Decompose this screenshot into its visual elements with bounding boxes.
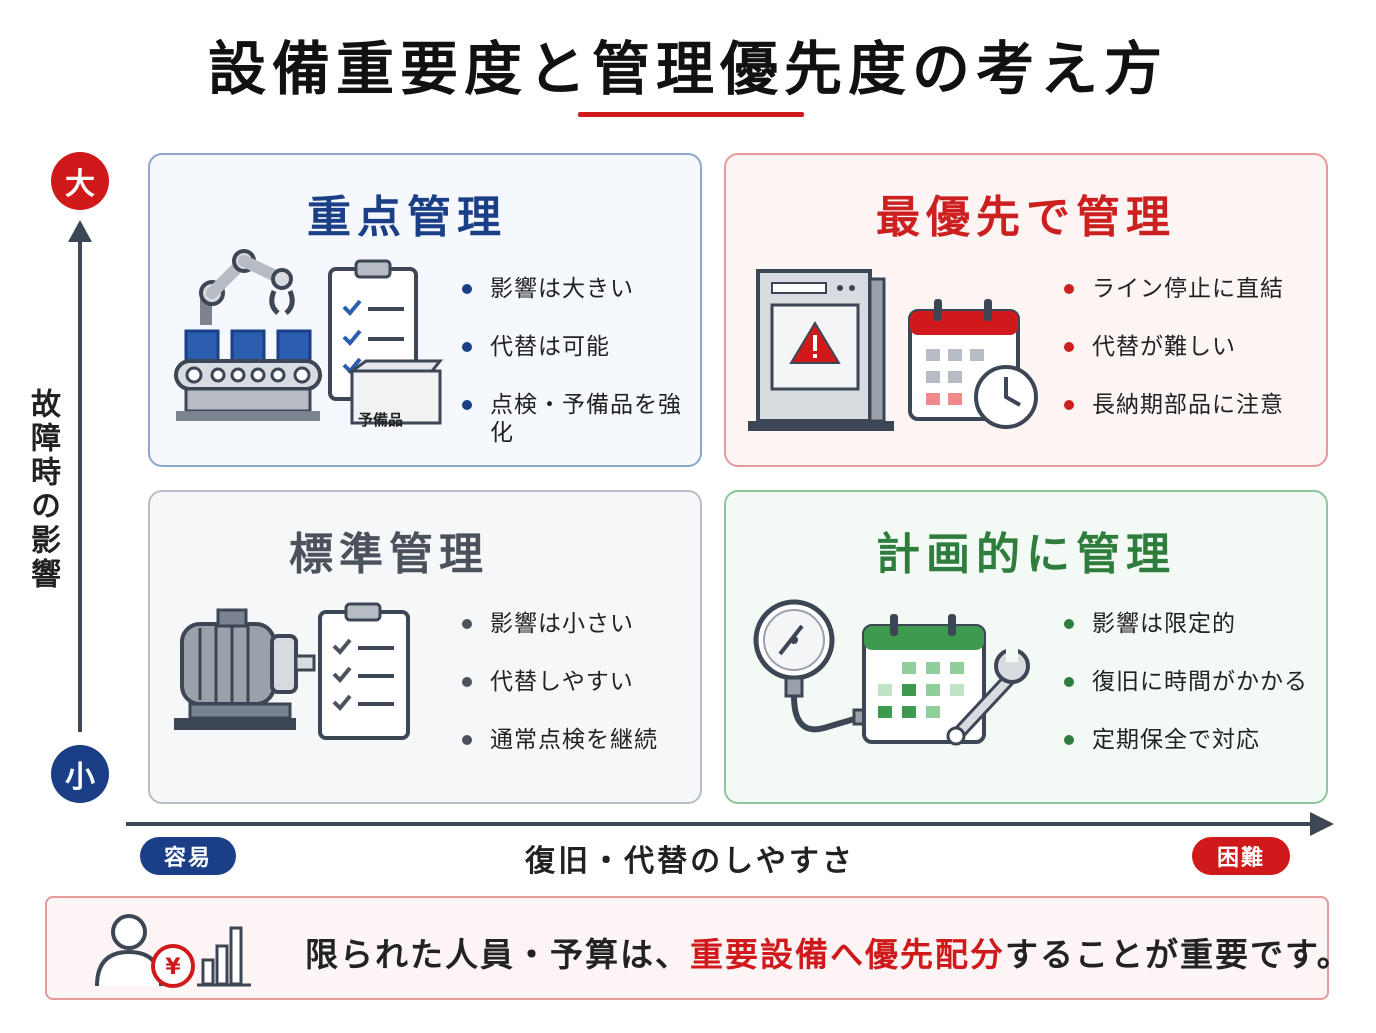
- list-item: 影響は限定的: [1064, 610, 1308, 668]
- list-item: 通常点検を継続: [462, 726, 658, 784]
- bullet-list: ライン停止に直結 代替が難しい 長納期部品に注意: [1064, 275, 1284, 449]
- quadrant-planned-management: 計画的に管理 影響は限定的 復旧に時間がかかる 定期保全で対応: [724, 490, 1328, 804]
- clipboard-checklist-icon: [318, 602, 410, 740]
- page-title: 設備重要度と管理優先度の考え方: [207, 35, 1168, 103]
- quadrant-standard-management: 標準管理 影響は小さい 代替しやすい 通常点検を継続: [148, 490, 702, 804]
- robot-arm-conveyor-icon: [174, 249, 444, 425]
- pressure-gauge-icon: [753, 599, 1030, 746]
- yen-coin-icon: ¥: [151, 944, 195, 988]
- vertical-axis-label: 故障時の影響: [25, 388, 60, 592]
- footer-message: 限られた人員・予算は、重要設備へ優先配分することが重要です。: [305, 928, 1352, 976]
- list-item: ライン停止に直結: [1064, 275, 1284, 333]
- horizontal-axis-line: [126, 822, 1316, 826]
- quadrant-top-priority-management: 最優先で管理 ライン停止に直結 代替が難しい 長納期部品に注意: [724, 153, 1328, 467]
- quadrant-title: 計画的に管理: [876, 529, 1176, 580]
- bar-chart-icon: [197, 926, 251, 987]
- horizontal-axis-label: 復旧・代替のしやすさ: [525, 844, 855, 879]
- axis-hard-badge: 困難: [1192, 837, 1290, 875]
- footer-text-before: 限られた人員・予算は、: [305, 935, 690, 974]
- quadrant-priority-management: 重点管理 予備品 影響は大き: [148, 153, 702, 467]
- axis-easy-badge: 容易: [140, 837, 236, 875]
- person-icon: ¥: [95, 914, 251, 988]
- list-item: 代替は可能: [462, 333, 700, 391]
- yen-symbol: ¥: [165, 955, 181, 980]
- list-item: 長納期部品に注意: [1064, 391, 1284, 449]
- list-item: 点検・予備品を強化: [462, 391, 700, 449]
- list-item: 代替が難しい: [1064, 333, 1284, 391]
- machine-warning-icon: [748, 269, 1038, 431]
- axis-high-badge: 大: [51, 152, 109, 210]
- footer-text-after: することが重要です。: [1005, 935, 1352, 974]
- axis-low-badge: 小: [51, 745, 109, 803]
- list-item: 復旧に時間がかかる: [1064, 668, 1308, 726]
- bullet-list: 影響は限定的 復旧に時間がかかる 定期保全で対応: [1064, 610, 1308, 784]
- list-item: 影響は大きい: [462, 275, 700, 333]
- list-item: 影響は小さい: [462, 610, 658, 668]
- title-underline: [578, 112, 804, 117]
- vertical-axis-arrowhead: [68, 220, 92, 242]
- electric-motor-icon: [174, 602, 410, 740]
- list-item: 定期保全で対応: [1064, 726, 1308, 784]
- list-item: 代替しやすい: [462, 668, 658, 726]
- quadrant-title: 標準管理: [289, 529, 489, 580]
- footer-text-highlight: 重要設備へ優先配分: [690, 935, 1005, 974]
- bullet-list: 影響は小さい 代替しやすい 通常点検を継続: [462, 610, 658, 784]
- vertical-axis-line: [78, 232, 82, 732]
- calendar-wrench-icon: [862, 614, 1030, 746]
- footer-message-box: ¥ 限られた人員・予算は、重要設備へ優先配分することが重要です。: [45, 896, 1350, 1000]
- bullet-list: 影響は大きい 代替は可能 点検・予備品を強化: [462, 275, 700, 449]
- quadrant-title: 重点管理: [307, 192, 507, 243]
- horizontal-axis-arrowhead: [1310, 812, 1334, 836]
- calendar-clock-icon: [908, 299, 1038, 429]
- quadrant-title: 最優先で管理: [876, 192, 1176, 243]
- spare-parts-box-icon: [347, 359, 444, 425]
- spare-parts-label: 予備品: [358, 411, 404, 429]
